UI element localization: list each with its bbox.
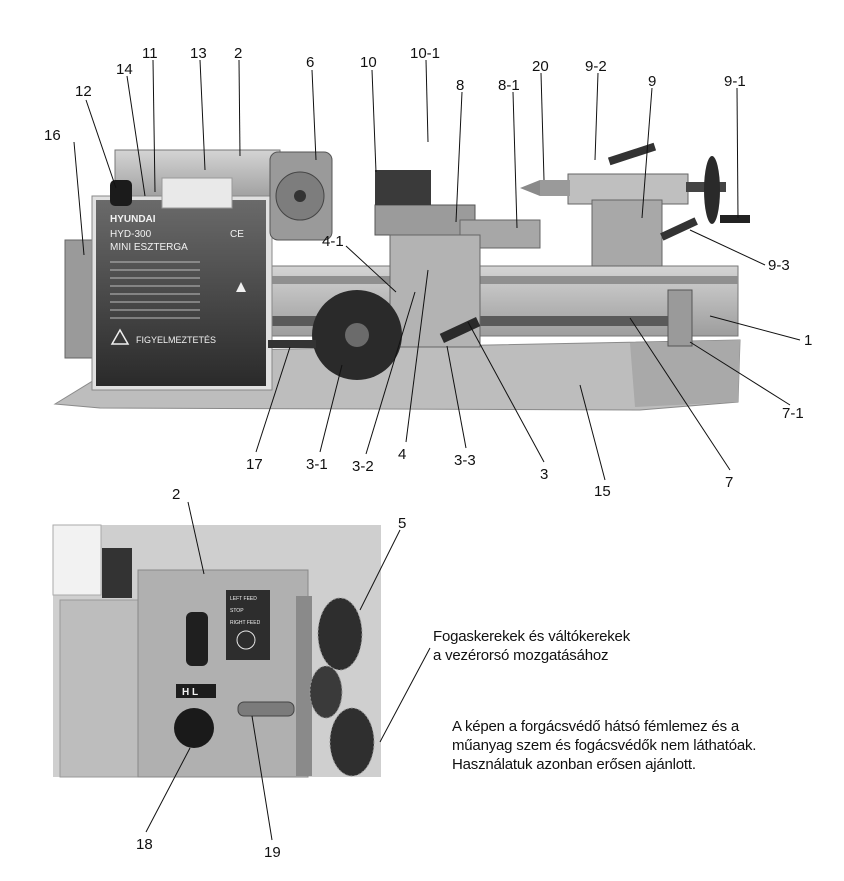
callout-20: 20 <box>532 58 549 75</box>
guard-cover <box>52 524 102 596</box>
callout-9-3: 9-3 <box>768 257 790 274</box>
right-feed-text: RIGHT FEED <box>230 620 261 626</box>
tailstock-body <box>591 199 663 267</box>
hazard-icon <box>236 282 246 292</box>
safety-note: A képen a forgácsvédő hátsó fémlemez és … <box>452 717 832 774</box>
plate-brand: HYUNDAI <box>110 214 156 225</box>
handwheel-shaft <box>268 340 316 348</box>
callout-9-2: 9-2 <box>585 58 607 75</box>
callout-13: 13 <box>190 45 207 62</box>
power-switch-knob <box>110 180 132 206</box>
plate-warning: FIGYELMEZTETÉS <box>136 335 216 345</box>
half-nut-lever <box>439 317 481 343</box>
ce-mark: CE <box>230 229 244 240</box>
tailstock-handwheel <box>704 156 720 224</box>
left-feed-text: LEFT FEED <box>230 596 257 602</box>
chuck-center <box>294 190 306 202</box>
callout-8-1: 8-1 <box>498 77 520 94</box>
tailstock-handle <box>720 215 750 223</box>
tool-post <box>375 170 431 205</box>
bed-way <box>270 276 738 284</box>
safety-note-line-1: A képen a forgácsvédő hátsó fémlemez és … <box>452 718 739 735</box>
tailstock-lock-lever <box>660 217 698 241</box>
plate-name: MINI ESZTERGA <box>110 242 188 253</box>
lathe-photo: HYUNDAI HYD-300 MINI ESZTERGA CE FIGYELM… <box>53 142 750 411</box>
gear-caption-line-1: Fogaskerekek és váltókerekek <box>433 628 630 645</box>
live-center <box>520 180 540 196</box>
quill-tip <box>540 180 570 196</box>
callout-3-2: 3-2 <box>352 458 374 475</box>
safety-note-line-3: Használatuk azonban erősen ajánlott. <box>452 756 696 773</box>
callout-3: 3 <box>540 466 548 483</box>
plate-spec-lines <box>110 261 200 319</box>
callout-3-3: 3-3 <box>454 452 476 469</box>
callout-8: 8 <box>456 77 464 94</box>
guard-hinge <box>102 548 132 598</box>
gear-bracket <box>296 596 312 776</box>
callout-10: 10 <box>360 54 377 71</box>
handwheel-hub <box>345 323 369 347</box>
callout-11: 11 <box>142 45 158 62</box>
callout-6: 6 <box>306 54 314 71</box>
callout-detail-2: 2 <box>172 486 180 503</box>
callout-9: 9 <box>648 73 656 90</box>
callout-4-1: 4-1 <box>322 233 344 250</box>
change-gear-handle <box>237 701 295 717</box>
callout-3-1: 3-1 <box>306 456 328 473</box>
gearbox-photo: LEFT FEED STOP RIGHT FEED H L <box>52 524 381 778</box>
callout-14: 14 <box>116 61 133 78</box>
lead-screw-bracket <box>667 289 693 347</box>
callout-2: 2 <box>234 45 242 62</box>
speed-selector-knob <box>174 708 214 748</box>
gear-caption-line-2: a vezérorsó mozgatásához <box>433 647 609 664</box>
gear-caption: Fogaskerekek és váltókerekek a vezérorsó… <box>433 627 733 665</box>
stop-text: STOP <box>230 608 244 614</box>
speed-range-text: H L <box>182 687 198 698</box>
callout-10-1: 10-1 <box>410 45 440 62</box>
idler-gear <box>309 665 343 719</box>
top-callouts: 16 12 14 11 13 2 6 10 10-1 8 8-1 20 9-2 … <box>44 45 812 500</box>
callout-17: 17 <box>246 456 263 473</box>
callout-7: 7 <box>725 474 733 491</box>
chip-tray-end <box>630 340 740 407</box>
chuck-guard <box>161 177 233 209</box>
warning-icon <box>110 328 130 345</box>
plate-model: HYD-300 <box>110 229 152 240</box>
speed-range-plate <box>176 684 216 698</box>
gearbox-face <box>137 569 309 778</box>
callout-detail-18: 18 <box>136 836 153 853</box>
callout-7-1: 7-1 <box>782 405 804 422</box>
callout-1: 1 <box>804 332 812 349</box>
callout-detail-19: 19 <box>264 844 281 861</box>
callout-detail-5: 5 <box>398 515 406 532</box>
selector-dial-mark <box>236 630 256 650</box>
callout-15: 15 <box>594 483 611 500</box>
cross-slide <box>374 204 476 236</box>
side-housing <box>59 599 141 778</box>
callout-9-1: 9-1 <box>724 73 746 90</box>
feed-direction-lever <box>186 612 208 666</box>
top-leader-lines <box>73 59 801 481</box>
lead-screw-gear <box>329 707 375 777</box>
spindle-gear <box>317 597 363 671</box>
info-plate <box>96 200 266 386</box>
bottom-leader-lines <box>145 501 431 841</box>
bottom-callouts: 2 5 18 19 <box>136 486 406 861</box>
callout-16: 16 <box>44 127 61 144</box>
callout-4: 4 <box>398 446 406 463</box>
callout-12: 12 <box>75 83 92 100</box>
quill-lock-lever <box>607 142 657 166</box>
safety-note-line-2: műanyag szem és fogácsvédők nem láthatóa… <box>452 737 757 754</box>
